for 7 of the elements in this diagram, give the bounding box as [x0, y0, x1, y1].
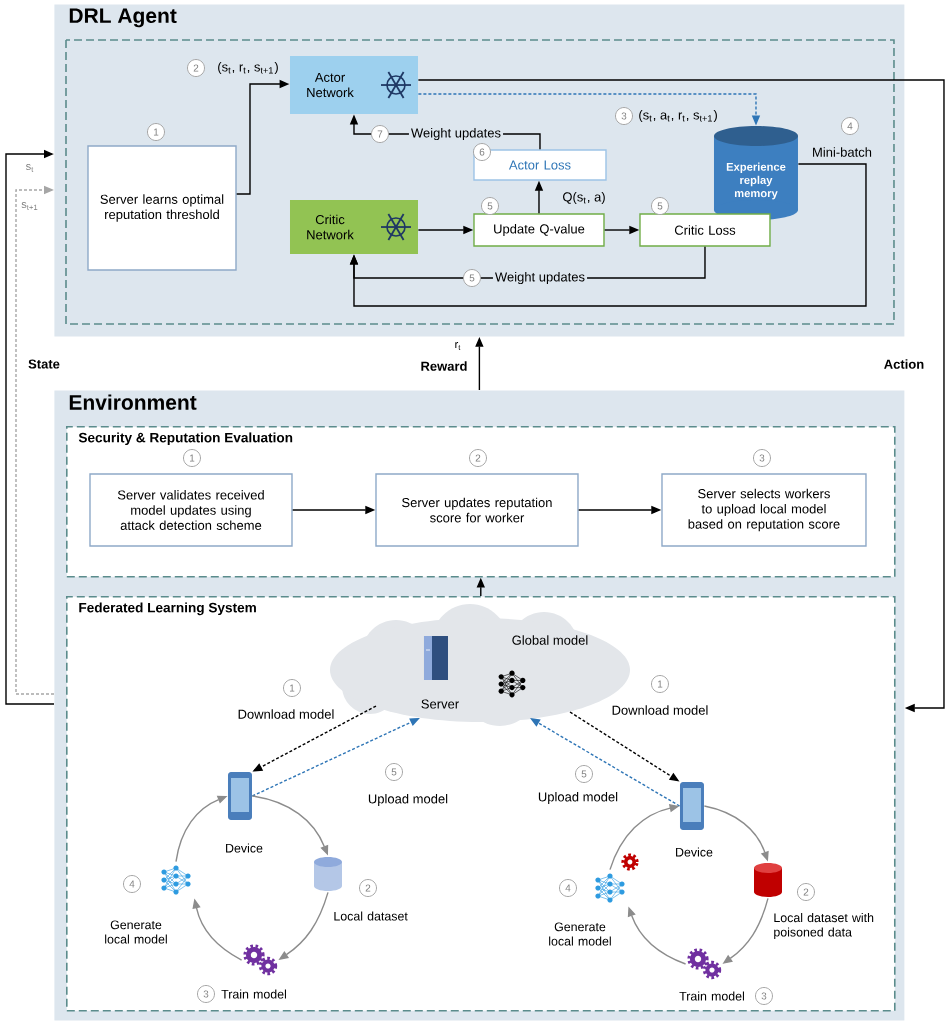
arrow	[5, 149, 55, 705]
arrow	[417, 79, 945, 713]
arrow	[15, 185, 55, 695]
arrow	[530, 718, 681, 807]
arrow	[349, 163, 867, 307]
panel-title: Environment	[69, 394, 197, 410]
panel-title: DRL Agent	[69, 8, 177, 28]
